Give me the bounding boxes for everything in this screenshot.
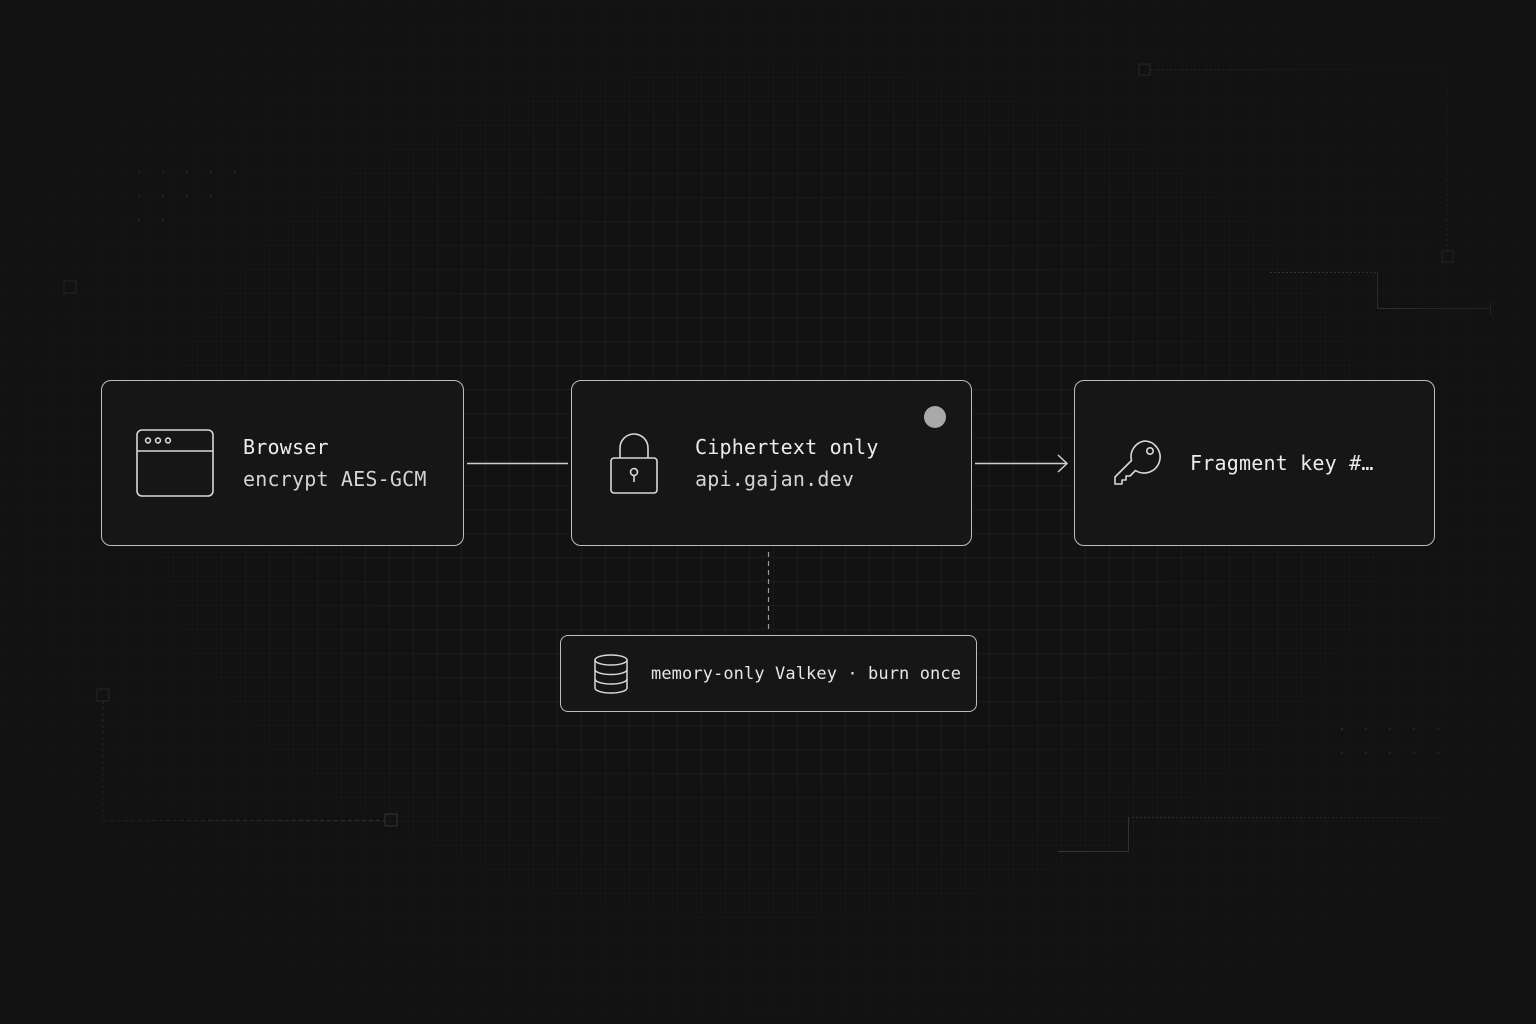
storage-node: memory-only Valkey · burn once bbox=[560, 635, 977, 712]
ciphertext-title: Ciphertext only bbox=[695, 435, 879, 459]
browser-subtitle: encrypt AES-GCM bbox=[243, 467, 427, 491]
key-icon bbox=[1113, 438, 1163, 488]
padlock-icon bbox=[610, 432, 658, 494]
arrowhead bbox=[1057, 454, 1069, 473]
database-icon bbox=[593, 653, 629, 694]
ciphertext-subtitle: api.gajan.dev bbox=[695, 467, 855, 491]
ciphertext-node: Ciphertext only api.gajan.dev bbox=[571, 380, 972, 546]
fragment-key-node: Fragment key #… bbox=[1074, 380, 1435, 546]
edge-ciphertext-to-fragment bbox=[975, 454, 1069, 473]
browser-title: Browser bbox=[243, 435, 329, 459]
fragment-key-title: Fragment key #… bbox=[1190, 451, 1374, 475]
storage-label: memory-only Valkey · burn once bbox=[651, 663, 962, 684]
browser-node: Browser encrypt AES-GCM bbox=[101, 380, 464, 546]
status-indicator-dot bbox=[924, 406, 946, 428]
browser-window-icon bbox=[136, 429, 214, 497]
